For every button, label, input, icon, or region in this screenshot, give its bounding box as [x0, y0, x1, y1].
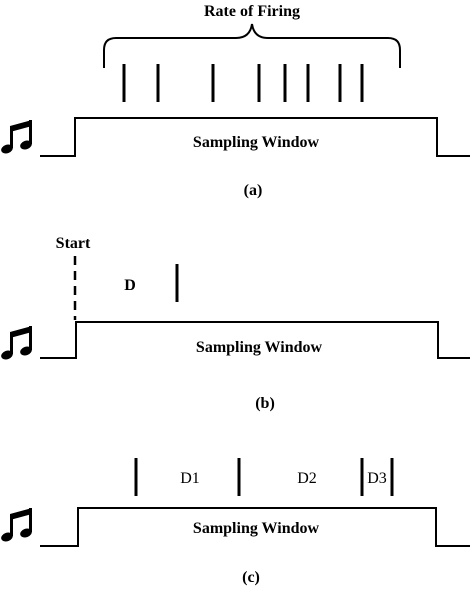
sampling-window-pulse-c [40, 507, 470, 547]
sampling-window-pulse-a [40, 117, 470, 157]
music-note-icon [0, 508, 34, 543]
rate-of-firing-title: Rate of Firing [204, 3, 300, 20]
music-note-icon [0, 120, 34, 155]
caption-a: (a) [244, 182, 263, 199]
panel-a: Rate of Firing Sampling Window (a) [0, 3, 470, 199]
sampling-window-label-a: Sampling Window [193, 134, 320, 151]
interval-d3-label: D3 [367, 470, 387, 487]
firing-brace [103, 23, 401, 68]
start-label: Start [56, 235, 91, 252]
caption-b: (b) [255, 395, 275, 412]
panel-c: D1 D2 D3 Sampling Window (c) [0, 458, 470, 586]
panel-b: Start D Sampling Window (b) [0, 235, 470, 412]
interval-d1-label: D1 [180, 470, 200, 487]
sampling-window-label-c: Sampling Window [193, 520, 320, 537]
sampling-window-label-b: Sampling Window [196, 339, 323, 356]
sampling-window-pulse-b [40, 321, 470, 359]
music-note-icon [0, 326, 34, 361]
firing-spikes [122, 64, 364, 102]
caption-c: (c) [242, 569, 260, 586]
duration-label: D [124, 277, 136, 294]
interval-d2-label: D2 [297, 470, 317, 487]
